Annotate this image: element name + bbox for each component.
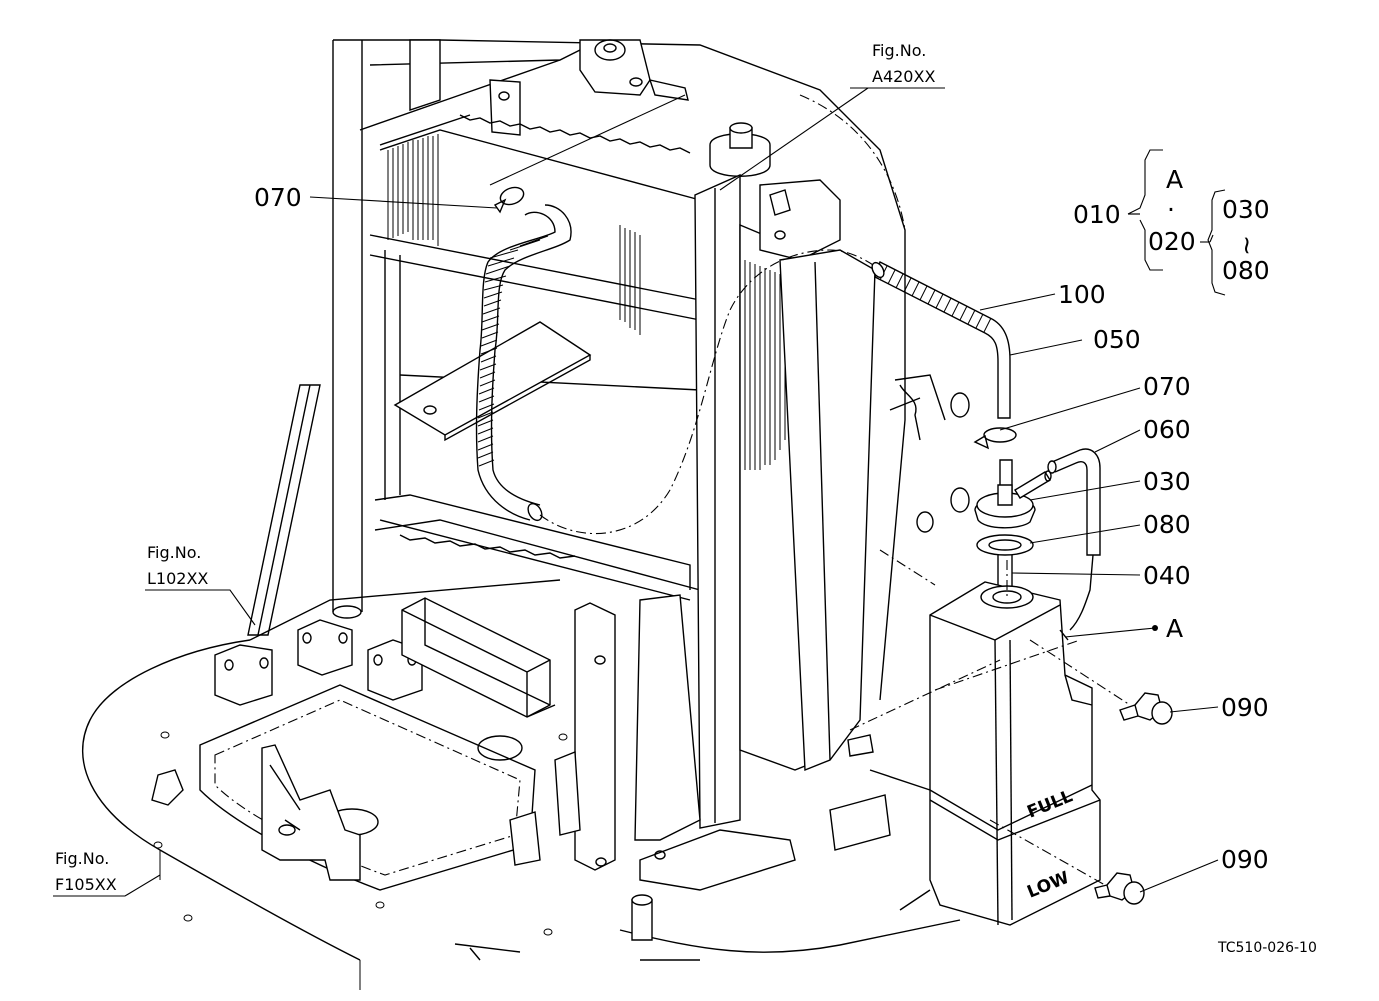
callout-070-lower[interactable]: 070 bbox=[1143, 372, 1191, 401]
shroud-column bbox=[574, 173, 970, 941]
fig-ref-a420-line1: Fig.No. bbox=[872, 41, 926, 60]
callout-050[interactable]: 050 bbox=[1093, 325, 1141, 354]
legend-group-label: A bbox=[1166, 165, 1183, 194]
floor-cover-panel bbox=[151, 684, 541, 891]
radiator-hose-coiled bbox=[475, 186, 572, 522]
fig-ref-l102-line2: L102XX bbox=[147, 569, 208, 588]
fig-ref-f105-line2: F105XX bbox=[55, 875, 117, 894]
legend-tilde: ~ bbox=[1233, 235, 1262, 256]
assembly-legend: 010 A · 020 030 ~ 080 bbox=[1073, 165, 1270, 285]
legend-sub[interactable]: 020 bbox=[1148, 227, 1196, 256]
legend-dot: · bbox=[1167, 195, 1175, 224]
floor-brackets bbox=[214, 597, 581, 836]
fig-ref-f105[interactable]: Fig.No. F105XX bbox=[55, 849, 117, 894]
bolt-090-lower bbox=[1094, 872, 1145, 905]
point-a-label: A bbox=[1166, 614, 1183, 643]
callout-030[interactable]: 030 bbox=[1143, 467, 1191, 496]
legend-range-end[interactable]: 080 bbox=[1222, 256, 1270, 285]
reserve-tank bbox=[929, 581, 1101, 926]
fig-ref-a420[interactable]: Fig.No. A420XX bbox=[872, 41, 935, 86]
tank-cap-assembly bbox=[974, 470, 1052, 605]
legend-root[interactable]: 010 bbox=[1073, 200, 1121, 229]
callout-040[interactable]: 040 bbox=[1143, 561, 1191, 590]
callout-060[interactable]: 060 bbox=[1143, 415, 1191, 444]
hose-100-050 bbox=[871, 261, 1017, 501]
assembly-axes bbox=[849, 549, 1131, 886]
fig-ref-a420-line2: A420XX bbox=[872, 67, 935, 86]
callout-080[interactable]: 080 bbox=[1143, 510, 1191, 539]
overflow-pipe-060 bbox=[1047, 448, 1101, 631]
leader-lines bbox=[53, 87, 1226, 897]
radiator-fins-left bbox=[387, 134, 641, 335]
callout-100[interactable]: 100 bbox=[1058, 280, 1106, 309]
fig-ref-f105-line1: Fig.No. bbox=[55, 849, 109, 868]
callout-070-upper[interactable]: 070 bbox=[254, 183, 302, 212]
drawing-code: TC510-026-10 bbox=[1217, 940, 1317, 956]
radiator bbox=[369, 114, 701, 660]
callout-090-lower[interactable]: 090 bbox=[1221, 845, 1269, 874]
overflow-tube-path bbox=[539, 249, 881, 535]
callout-090-upper[interactable]: 090 bbox=[1221, 693, 1269, 722]
bolt-090-upper bbox=[1119, 692, 1173, 725]
legend-range-start[interactable]: 030 bbox=[1222, 195, 1270, 224]
fig-ref-l102-line1: Fig.No. bbox=[147, 543, 201, 562]
fig-ref-l102[interactable]: Fig.No. L102XX bbox=[147, 543, 208, 588]
